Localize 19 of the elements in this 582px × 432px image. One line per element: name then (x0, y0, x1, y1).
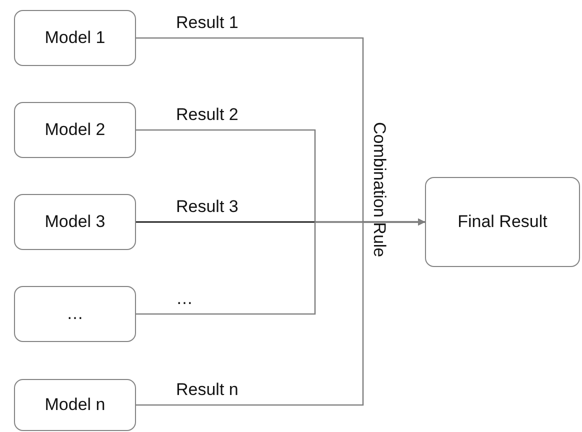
edge-label: Result 2 (176, 106, 238, 123)
edge-label: Result 1 (176, 14, 238, 31)
model-box (14, 102, 136, 158)
model-box (14, 286, 136, 342)
node-label: Model n (44, 395, 106, 415)
node-label: Model 1 (44, 28, 106, 48)
model-box (14, 10, 136, 66)
model-box (14, 194, 136, 250)
model-box (14, 379, 136, 431)
node-label: Model 2 (44, 120, 106, 140)
rotated-label: Combination Rule (371, 122, 388, 258)
node-label: Final Result (458, 212, 548, 232)
node-label: … (66, 304, 84, 324)
edge-label: Result 3 (176, 198, 238, 215)
node-label: Model 3 (44, 212, 106, 232)
edge-label: … (176, 290, 193, 307)
edge-label: Result n (176, 381, 238, 398)
connector-arrow (136, 218, 425, 406)
result-box (425, 177, 580, 267)
